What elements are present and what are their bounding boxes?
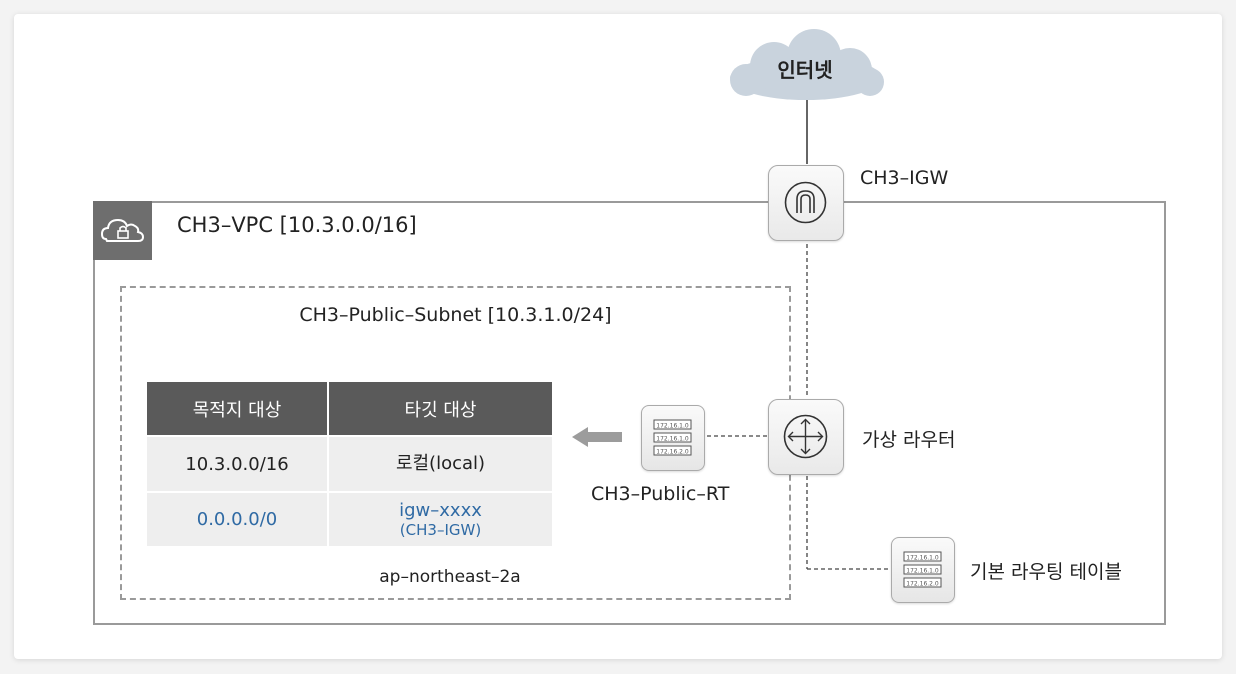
rt-icon-line: 172.16.1.0 bbox=[656, 436, 689, 443]
default-route-table-icon: 172.16.1.0 172.16.1.0 172.16.2.0 bbox=[891, 537, 955, 603]
row-target-main: 로컬(local) bbox=[395, 453, 486, 475]
diagram-card bbox=[14, 14, 1222, 659]
default-rt-label: 기본 라우팅 테이블 bbox=[970, 561, 1122, 583]
vpc-title: CH3–VPC [10.3.0.0/16] bbox=[177, 213, 417, 237]
row-destination: 0.0.0.0/0 bbox=[147, 493, 329, 546]
igw-label: CH3–IGW bbox=[860, 167, 949, 189]
rt-icon-line: 172.16.2.0 bbox=[906, 581, 939, 588]
public-route-table-icon: 172.16.1.0 172.16.1.0 172.16.2.0 bbox=[641, 405, 705, 471]
row-destination: 10.3.0.0/16 bbox=[147, 437, 329, 491]
row-target-main: igw–xxxx bbox=[399, 499, 482, 521]
internet-cloud-icon bbox=[730, 29, 884, 100]
route-table-icon: 172.16.1.0 172.16.1.0 172.16.2.0 bbox=[903, 551, 942, 588]
internet-gateway-icon bbox=[784, 181, 827, 224]
rt-icon-line: 172.16.1.0 bbox=[906, 568, 939, 575]
virtual-router-icon-box bbox=[768, 399, 844, 475]
rt-icon-line: 172.16.2.0 bbox=[656, 449, 689, 456]
rt-icon-line: 172.16.1.0 bbox=[906, 555, 939, 562]
table-row: 0.0.0.0/0 igw–xxxx (CH3–IGW) bbox=[147, 493, 552, 546]
row-target: igw–xxxx (CH3–IGW) bbox=[329, 493, 552, 546]
vpc-boundary bbox=[93, 201, 1166, 625]
header-destination: 목적지 대상 bbox=[147, 382, 329, 435]
row-target: 로컬(local) bbox=[329, 437, 552, 491]
subnet-title: CH3–Public–Subnet [10.3.1.0/24] bbox=[299, 304, 612, 326]
router-arrows-icon bbox=[783, 414, 828, 459]
table-row: 10.3.0.0/16 로컬(local) bbox=[147, 437, 552, 491]
header-target: 타깃 대상 bbox=[404, 399, 477, 421]
vpc-badge bbox=[93, 201, 152, 260]
rt-icon-line: 172.16.1.0 bbox=[656, 423, 689, 430]
virtual-router-label: 가상 라우터 bbox=[862, 429, 956, 451]
route-table-header: 목적지 대상 타깃 대상 bbox=[147, 382, 552, 435]
route-table-icon: 172.16.1.0 172.16.1.0 172.16.2.0 bbox=[653, 419, 692, 456]
availability-zone-label: ap–northeast–2a bbox=[379, 567, 521, 587]
row-target-sub: (CH3–IGW) bbox=[399, 521, 482, 540]
igw-icon-box bbox=[768, 165, 844, 241]
cloud-lock-icon bbox=[100, 218, 145, 242]
route-table: 목적지 대상 타깃 대상 10.3.0.0/16 로컬(local) 0.0.0… bbox=[147, 382, 552, 546]
public-rt-label: CH3–Public–RT bbox=[591, 483, 730, 505]
internet-label: 인터넷 bbox=[777, 58, 833, 82]
arrow-left-icon bbox=[572, 427, 622, 447]
